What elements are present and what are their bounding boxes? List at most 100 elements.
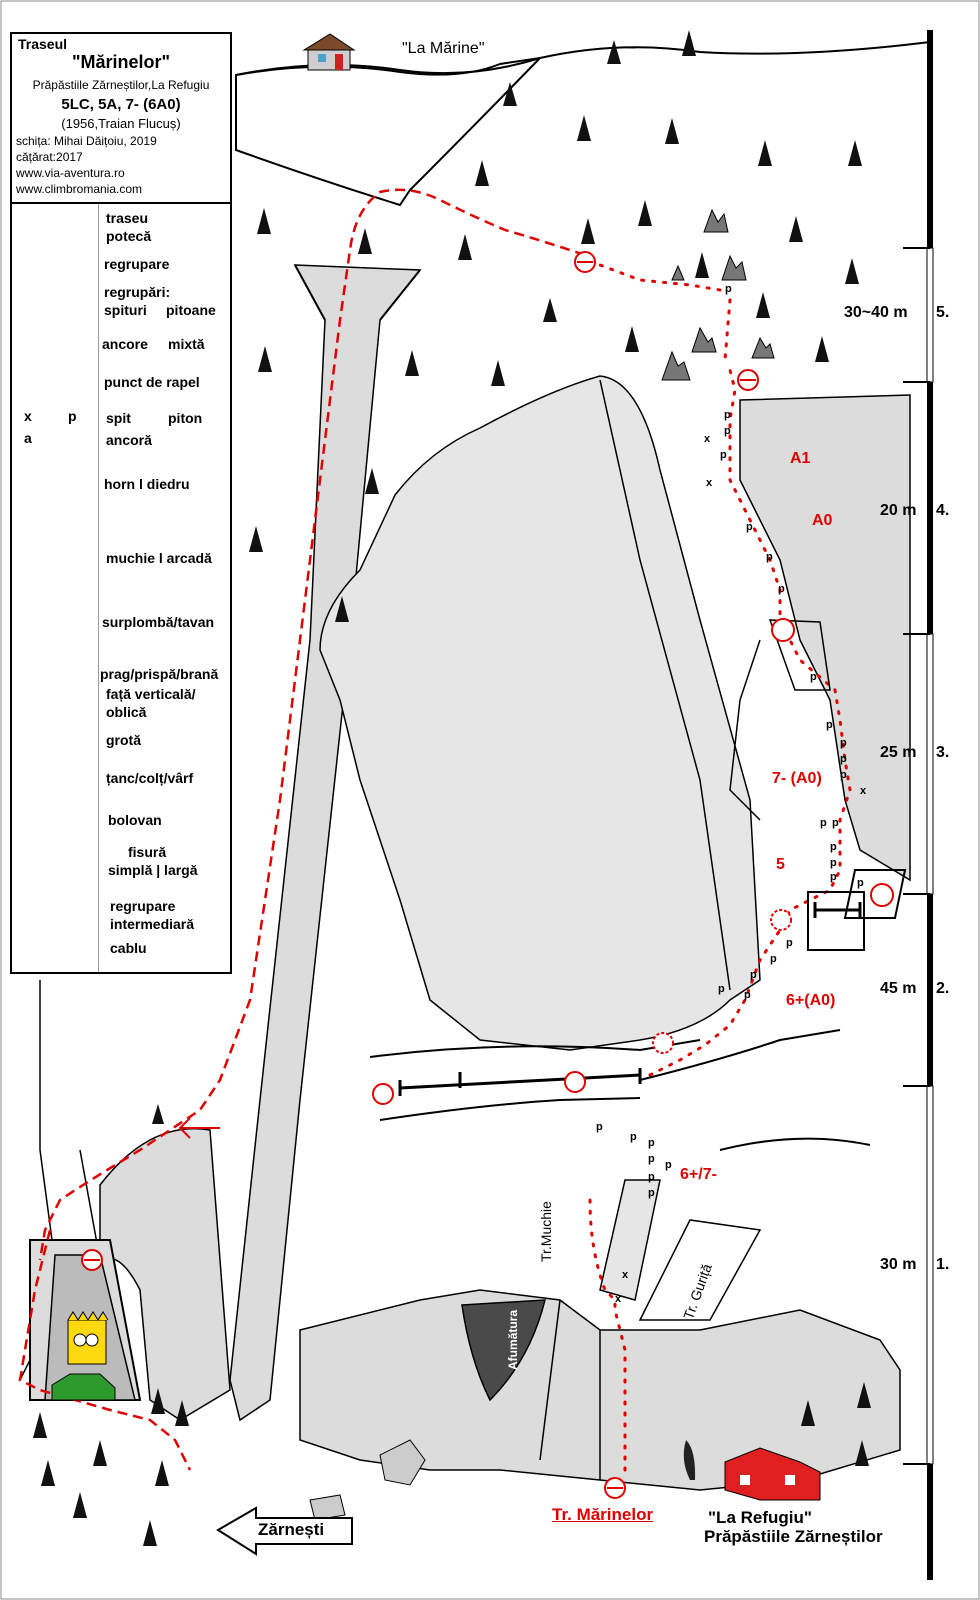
legend-bolovan: bolovan: [108, 812, 162, 828]
label-la-refugiu: "La Refugiu": [708, 1508, 812, 1527]
legend-panel: Traseul "Mărinelor" Prăpăstiile Zărnești…: [10, 32, 232, 974]
pitch1-length: 30 m: [880, 1256, 917, 1273]
pitch1-number: 1.: [936, 1256, 950, 1273]
svg-text:p: p: [648, 1137, 655, 1149]
legend-fata1: față verticală/: [106, 686, 196, 702]
svg-text:p: p: [724, 409, 731, 421]
legend-interm2: intermediară: [110, 916, 195, 932]
right-wall: [739, 394, 911, 882]
route-info: Traseul "Mărinelor" Prăpăstiile Zărnești…: [12, 34, 230, 204]
cables: [398, 902, 862, 1096]
legend-rapel: punct de rapel: [104, 374, 200, 390]
svg-text:p: p: [718, 983, 725, 995]
label-prapastii: Prăpăstiile Zărneștilor: [704, 1527, 883, 1546]
character-figure: [51, 1311, 116, 1401]
legend-cablu: cablu: [110, 940, 147, 956]
pitch2-number: 2.: [936, 980, 950, 997]
legend-prag: prag/prispă/brană: [100, 666, 219, 682]
legend-sym-x: x: [24, 408, 32, 424]
legend-mixta: mixtă: [168, 336, 205, 352]
route-title: Traseul: [18, 36, 68, 52]
svg-text:p: p: [830, 857, 837, 869]
grade-6-7: 6+/7-: [680, 1166, 717, 1183]
grade-7a0: 7- (A0): [772, 770, 822, 787]
first-ascent: (1956,Traian Flucuș): [61, 116, 181, 131]
svg-text:x: x: [860, 785, 867, 797]
peaks: [661, 208, 775, 381]
legend-ancora: ancoră: [106, 432, 152, 448]
grade-a1: A1: [790, 450, 811, 467]
legend-surplomba: surplombă/tavan: [102, 614, 215, 630]
label-zarnesti: Zărnești: [258, 1520, 325, 1539]
svg-text:p: p: [830, 871, 837, 883]
svg-text:p: p: [778, 583, 785, 595]
hut-la-refugiu: [724, 1447, 821, 1501]
pitch4-number: 4.: [936, 502, 950, 519]
legend-fisura1: fisură: [128, 844, 167, 860]
hut-la-marine: [302, 33, 356, 71]
legend-grota: grotă: [106, 732, 141, 748]
label-tr-marinelor[interactable]: Tr. Mărinelor: [552, 1505, 654, 1524]
route-name: "Mărinelor": [71, 52, 171, 72]
legend-sym-p: p: [68, 408, 77, 424]
website-2: www.climbromania.com: [16, 182, 143, 196]
svg-text:x: x: [615, 1293, 622, 1305]
label-afumatura: Afumătura: [506, 1309, 520, 1370]
svg-text:p: p: [826, 719, 833, 731]
zarnesti-arrow: [216, 1506, 353, 1556]
svg-text:p: p: [720, 449, 727, 461]
svg-text:p: p: [770, 953, 777, 965]
legend-tanc: țanc/colț/vârf: [106, 770, 194, 786]
grade-a0: A0: [812, 512, 833, 529]
label-la-marine: "La Mărine": [402, 40, 485, 57]
pitch3-length: 25 m: [880, 744, 917, 761]
svg-text:p: p: [725, 283, 732, 295]
legend-spit: spit: [106, 410, 131, 426]
pitch5-length: 30~40 m: [844, 304, 908, 321]
grade-5: 5: [776, 856, 785, 873]
pitch2-length: 45 m: [880, 980, 917, 997]
afumatura-rock: [461, 1299, 546, 1402]
legend-horn: horn l diedru: [104, 476, 190, 492]
legend-spituri: spituri: [104, 302, 147, 318]
legend-fata2: oblică: [106, 704, 147, 720]
svg-text:p: p: [820, 817, 827, 829]
legend-ancore: ancore: [102, 336, 148, 352]
route-grades: 5LC, 5A, 7- (6A0): [61, 96, 181, 113]
svg-text:p: p: [596, 1121, 603, 1133]
svg-text:p: p: [630, 1131, 637, 1143]
legend-fisura2: simplă | largă: [108, 862, 198, 878]
meadow: [235, 56, 543, 207]
pitch5-number: 5.: [936, 304, 950, 321]
pitch4-length: 20 m: [880, 502, 917, 519]
svg-text:p: p: [810, 671, 817, 683]
legend-poteca: potecă: [106, 228, 152, 244]
svg-text:p: p: [648, 1171, 655, 1183]
svg-text:p: p: [724, 425, 731, 437]
svg-text:p: p: [648, 1187, 655, 1199]
route-line: [588, 263, 852, 1472]
legend-traseu: traseu: [106, 210, 149, 226]
pitch3-number: 3.: [936, 744, 950, 761]
route-location: Prăpăstiile Zărneștilor,La Refugiu: [32, 78, 210, 92]
legend-regrupare: regrupare: [104, 256, 170, 272]
legend-piton: piton: [168, 410, 203, 426]
legend-muchie: muchie l arcadă: [106, 550, 212, 566]
scale-bar: [903, 30, 934, 1580]
svg-text:p: p: [832, 817, 839, 829]
svg-text:p: p: [830, 841, 837, 853]
svg-text:p: p: [648, 1153, 655, 1165]
central-pillar: [319, 375, 761, 1051]
svg-text:x: x: [622, 1269, 629, 1281]
sketch-credit: schița: Mihai Dăițoiu, 2019: [16, 134, 157, 148]
svg-text:p: p: [840, 753, 847, 765]
svg-text:p: p: [857, 877, 864, 889]
svg-text:p: p: [786, 937, 793, 949]
svg-text:x: x: [704, 433, 711, 445]
svg-text:p: p: [744, 989, 751, 1001]
label-tr-muchie: Tr.Muchie: [538, 1201, 554, 1262]
legend-sym-a: a: [24, 430, 32, 446]
svg-text:p: p: [665, 1159, 672, 1171]
website-1: www.via-aventura.ro: [16, 166, 125, 180]
